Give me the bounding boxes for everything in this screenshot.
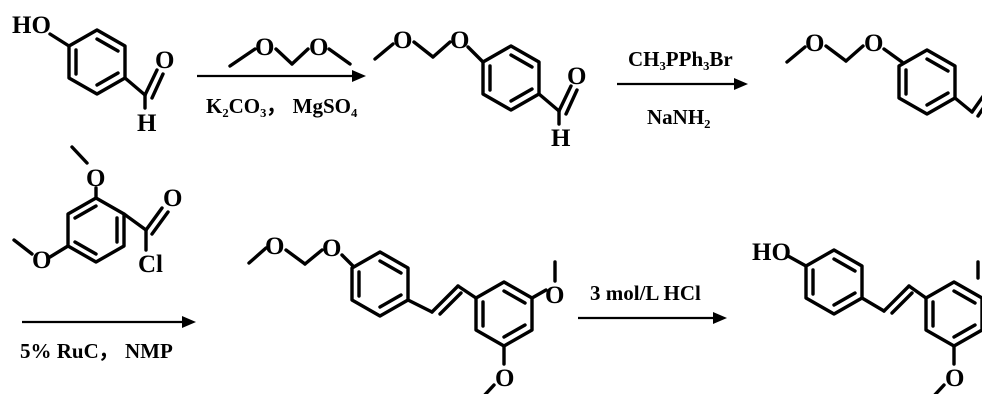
acyl-carbonyl-oxygen: O (163, 185, 182, 212)
benzene-ring-4 (66, 196, 126, 264)
stilbene-mom-oxygen-1: O (265, 233, 284, 260)
product-bottom-oxygen: O (945, 365, 964, 392)
benzene-ring-8 (924, 280, 982, 348)
hydroxyl-label: HO (12, 12, 51, 39)
styrene-mom-oxygen-1: O (805, 30, 824, 57)
aldehyde-oxygen-label: O (155, 47, 174, 74)
aldehyde2-oxygen-label: O (567, 63, 586, 90)
step4-conditions: 3 mol/L HCl (590, 281, 701, 305)
acyl-left-oxygen: O (32, 247, 51, 274)
stilbene-right-oxygen: O (545, 282, 564, 309)
benzene-ring-7 (804, 248, 864, 316)
reaction-arrow-4 (578, 312, 727, 324)
reaction-arrow-1 (197, 70, 366, 82)
step2-reagent: CH₃PPh₃Br (628, 47, 733, 71)
acyl-top-oxygen: O (86, 165, 105, 192)
compound-4-hydroxybenzaldehyde: HO O H (12, 12, 174, 137)
chloride-label: Cl (138, 251, 163, 278)
aldehyde2-hydrogen-label: H (551, 125, 571, 152)
aldehyde-hydrogen-label: H (137, 110, 157, 137)
reagent-oxygen-2: O (309, 34, 328, 61)
benzene-ring-6 (474, 280, 534, 348)
benzene-ring-2 (481, 44, 541, 112)
stilbene-bottom-oxygen: O (495, 365, 514, 392)
reaction-arrow-3 (22, 316, 196, 328)
step1-conditions: K₂CO₃， MgSO₄ (206, 94, 358, 118)
benzene-ring-1 (67, 28, 127, 96)
reaction-arrow-2 (617, 78, 748, 90)
compound-mom-benzaldehyde: O O O H (373, 27, 586, 152)
compound-hydroxy-stilbene: HO O (752, 239, 982, 394)
reagent-dimethoxymethane: O O (228, 34, 352, 68)
benzene-ring-3 (897, 48, 957, 116)
compound-mom-styrene: O O (785, 30, 982, 118)
styrene-mom-oxygen-2: O (864, 30, 883, 57)
mom-oxygen-1: O (393, 27, 412, 54)
stilbene-mom-oxygen-2: O (322, 235, 341, 262)
compound-mom-stilbene: O O O O (247, 233, 564, 394)
mom-oxygen-2: O (450, 27, 469, 54)
product-hydroxyl-label: HO (752, 239, 791, 266)
compound-dimethoxybenzoyl-chloride: O O O Cl (12, 145, 182, 278)
benzene-ring-5 (350, 250, 410, 318)
step2-base: NaNH₂ (647, 105, 710, 129)
step3-conditions: 5% RuC， NMP (20, 339, 173, 363)
reagent-oxygen-1: O (255, 34, 274, 61)
